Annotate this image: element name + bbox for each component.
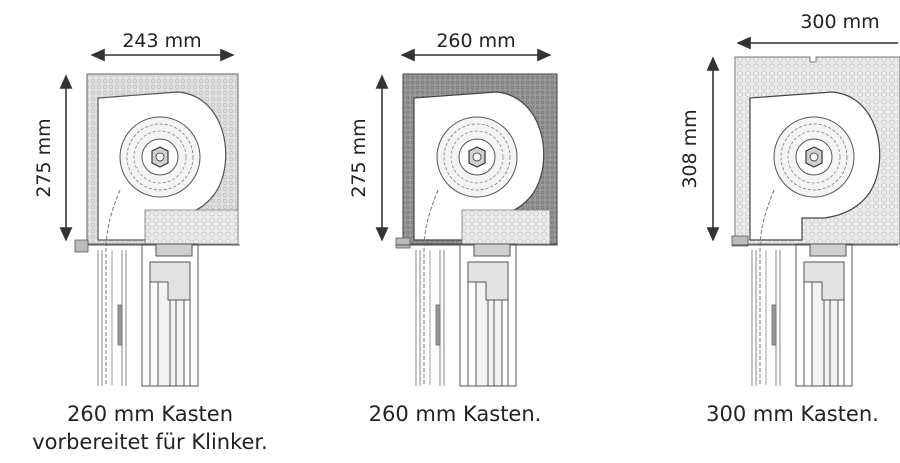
height-label: 308 mm: [679, 109, 701, 188]
roller-shaft: [119, 116, 201, 198]
caption: 260 mm Kasten.: [340, 400, 570, 428]
height-label: 275 mm: [348, 118, 370, 197]
roller-shaft: [436, 116, 518, 198]
caption-line-1: 260 mm Kasten.: [368, 402, 542, 426]
caption: 260 mm Kasten vorbereitet für Klinker.: [30, 400, 270, 456]
width-label: 260 mm: [436, 30, 515, 52]
shutter-box-drawing: 260 mm 275 mm: [348, 30, 558, 387]
window-frame: [459, 243, 517, 387]
roller-shaft: [773, 116, 855, 198]
figure-260mm-box: 260 mm 275 mm: [300, 0, 600, 463]
width-label: 243 mm: [122, 30, 201, 52]
guide-rail: [751, 250, 781, 386]
guide-rail: [415, 250, 445, 386]
caption-line-1: 260 mm Kasten: [66, 402, 234, 426]
shutter-curtain: [759, 189, 775, 385]
shutter-box-drawing: 300 mm 308 mm: [679, 11, 900, 387]
figure-300mm-box: 300 mm 308 mm: [600, 0, 900, 463]
caption-line-2: vorbereitet für Klinker.: [32, 430, 268, 454]
figure-243mm-box: 243 mm 275 mm: [0, 0, 300, 463]
guide-rail: [97, 250, 127, 386]
shutter-box-drawing: 243 mm 275 mm: [33, 30, 240, 387]
shutter-curtain: [423, 189, 439, 385]
window-frame: [141, 243, 199, 387]
caption-line-1: 300 mm Kasten.: [706, 402, 879, 426]
width-label: 300 mm: [800, 11, 879, 33]
height-label: 275 mm: [33, 118, 55, 197]
window-frame: [795, 243, 853, 387]
shutter-curtain: [105, 189, 121, 385]
caption: 300 mm Kasten.: [685, 400, 900, 428]
